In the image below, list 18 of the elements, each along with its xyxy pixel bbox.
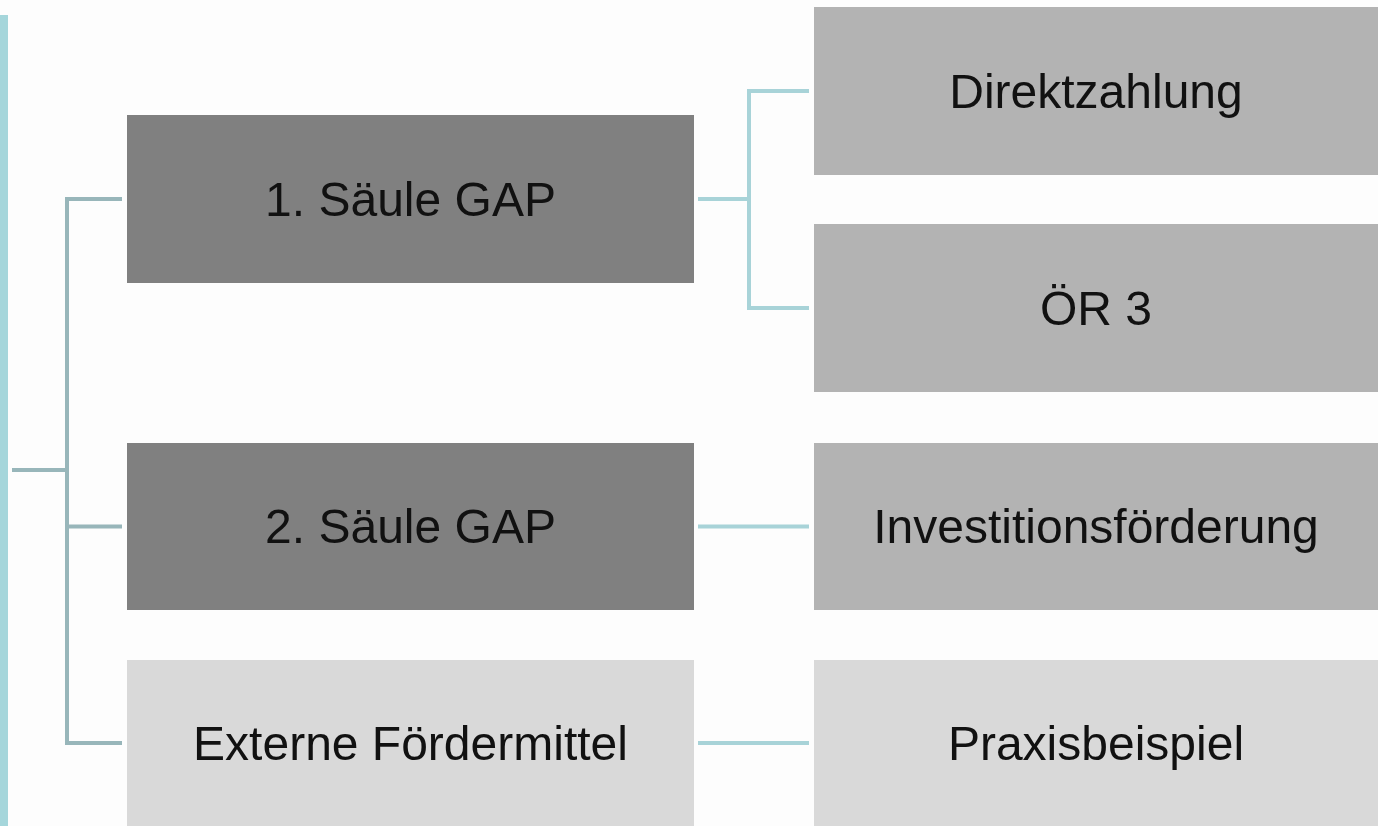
box-label: Praxisbeispiel (947, 715, 1245, 771)
connector-line (698, 741, 809, 745)
category-box (127, 443, 694, 610)
box-label: Externe Fördermittel (193, 715, 628, 771)
box-label: Investitionsförderung (873, 499, 1319, 554)
category-box (127, 660, 694, 826)
connector-line (698, 524, 809, 529)
connector-line (698, 197, 809, 310)
category-box (814, 660, 1378, 826)
box-label: ÖR 3 (1040, 280, 1152, 336)
category-box (127, 115, 694, 283)
box-label: 2. Säule GAP (265, 499, 556, 554)
box-label: Direktzahlung (949, 63, 1243, 119)
category-box (814, 7, 1378, 175)
category-box (814, 224, 1378, 392)
box-label: 1. Säule GAP (265, 171, 556, 227)
category-box (814, 443, 1378, 610)
vertical-bar (0, 15, 8, 826)
